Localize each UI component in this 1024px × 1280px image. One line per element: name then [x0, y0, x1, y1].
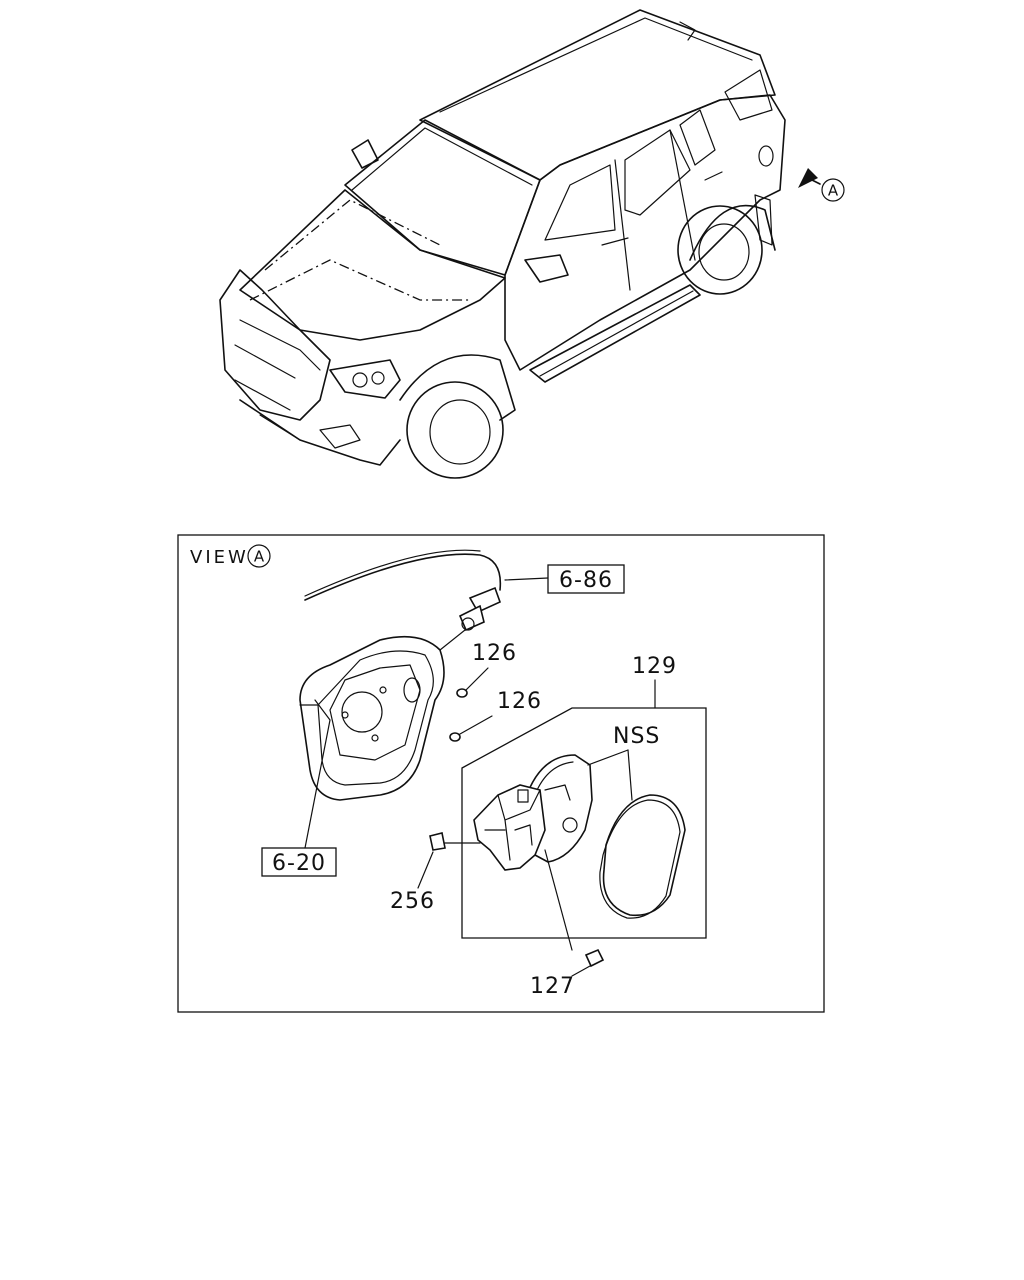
vehicle-illustration [219, 9, 786, 479]
leader-housing [304, 699, 331, 849]
screw-lower [449, 715, 493, 742]
part-screw-lower-label: 126 [497, 689, 542, 714]
ref-box-housing: 6-20 [261, 847, 337, 877]
fuel-lid-door [599, 794, 686, 919]
leader-nss-base [587, 749, 629, 766]
leader-cable [504, 577, 549, 581]
view-direction-arrow-icon [798, 168, 821, 188]
part-clip-label: 256 [390, 889, 435, 914]
view-heading-circle [247, 544, 271, 568]
ref-cable-label: 6-86 [559, 568, 613, 593]
ref-box-cable: 6-86 [547, 564, 625, 594]
view-marker: A [821, 178, 845, 202]
part-nss-label: NSS [613, 724, 660, 749]
clip-256 [417, 832, 481, 889]
lid-actuator [473, 784, 546, 871]
fuel-lid-housing [299, 635, 445, 801]
view-heading: VIEW A [190, 544, 271, 568]
bolt-127 [544, 849, 605, 977]
detail-frame [177, 534, 825, 1013]
leader-housing-connector [439, 629, 466, 651]
leader-nss-lid [627, 749, 633, 801]
part-assembly-label: 129 [632, 654, 677, 679]
view-marker-letter: A [828, 182, 839, 200]
view-marker-circle [821, 178, 845, 202]
release-cable [304, 549, 502, 632]
view-heading-letter: A [254, 548, 265, 566]
part-screw-upper-label: 126 [472, 641, 517, 666]
assembly-frame [461, 707, 707, 939]
view-label: VIEW [190, 547, 249, 568]
screw-upper [456, 667, 489, 698]
ref-housing-label: 6-20 [272, 851, 326, 876]
part-bolt-label: 127 [530, 974, 575, 999]
